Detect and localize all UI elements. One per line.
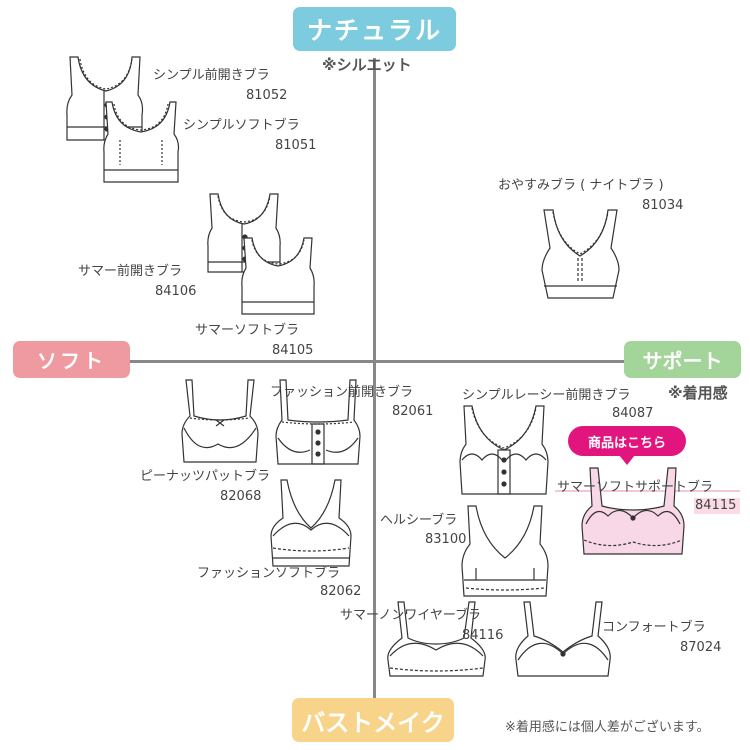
bra-drawing-84115[interactable] [578,466,688,558]
product-name: シンプルソフトブラ [183,118,300,133]
bra-drawing-87024[interactable] [512,600,614,680]
product-code-highlighted: 84115 [695,498,737,513]
product-name: コンフォートブラ [602,620,706,635]
product-name: サマーノンワイヤーブラ [340,608,482,623]
product-code: 81034 [642,198,684,213]
axis-label-soft: ソフト [13,341,130,378]
product-code: 83100 [425,532,467,547]
product-name: ピーナッツパットブラ [140,469,271,484]
bra-drawing-83100[interactable] [460,504,550,600]
axis-note-fit: ※着用感 [668,384,728,402]
product-name: サマー前開きブラ [78,264,183,279]
axis-label-support: サポート [624,341,741,378]
bra-drawing-84087[interactable] [458,404,550,496]
product-name-highlighted: サマーソフトサポートブラ [557,480,714,495]
products-here-badge[interactable]: 商品はこちら [568,426,686,456]
bra-drawing-81034[interactable] [538,208,623,300]
axis-label-bust-make: バストメイク [292,698,454,742]
product-name: ファッションソフトブラ [197,566,341,581]
product-name: シンプルレーシー前開きブラ [462,388,631,403]
bra-drawing-81051[interactable] [100,100,185,188]
bra-drawing-84116[interactable] [384,600,489,680]
product-name: シンプル前開きブラ [153,68,270,83]
bra-drawing-84105[interactable] [238,236,320,320]
bra-drawing-81052[interactable] [62,55,152,155]
bra-drawing-82068[interactable] [178,378,262,464]
product-code: 81052 [246,88,288,103]
product-code: 84106 [155,284,197,299]
footnote: ※着用感には個人差がございます。 [505,720,710,735]
product-code: 82068 [220,489,262,504]
product-code: 82062 [320,584,362,599]
bra-drawing-82062[interactable] [265,478,357,568]
product-code: 84087 [612,406,654,421]
horizontal-axis [130,360,624,363]
bra-drawing-82061[interactable] [270,378,365,468]
product-name: おやすみブラ ( ナイトブラ ) [498,178,664,193]
product-code: 84116 [462,628,504,643]
highlight-code-bg [694,498,740,514]
badge-pointer [619,455,635,465]
product-code: 82061 [392,404,434,419]
product-code: 87024 [680,640,722,655]
product-name: サマーソフトブラ [195,323,300,338]
axis-label-natural: ナチュラル [293,7,456,51]
product-code: 84105 [272,343,314,358]
product-code: 81051 [275,138,317,153]
highlight-underline [555,490,740,492]
vertical-axis [373,58,376,698]
product-name: ヘルシーブラ [380,513,458,528]
product-name: ファッション前開きブラ [270,385,414,400]
axis-note-silhouette: ※シルエット [322,56,412,74]
